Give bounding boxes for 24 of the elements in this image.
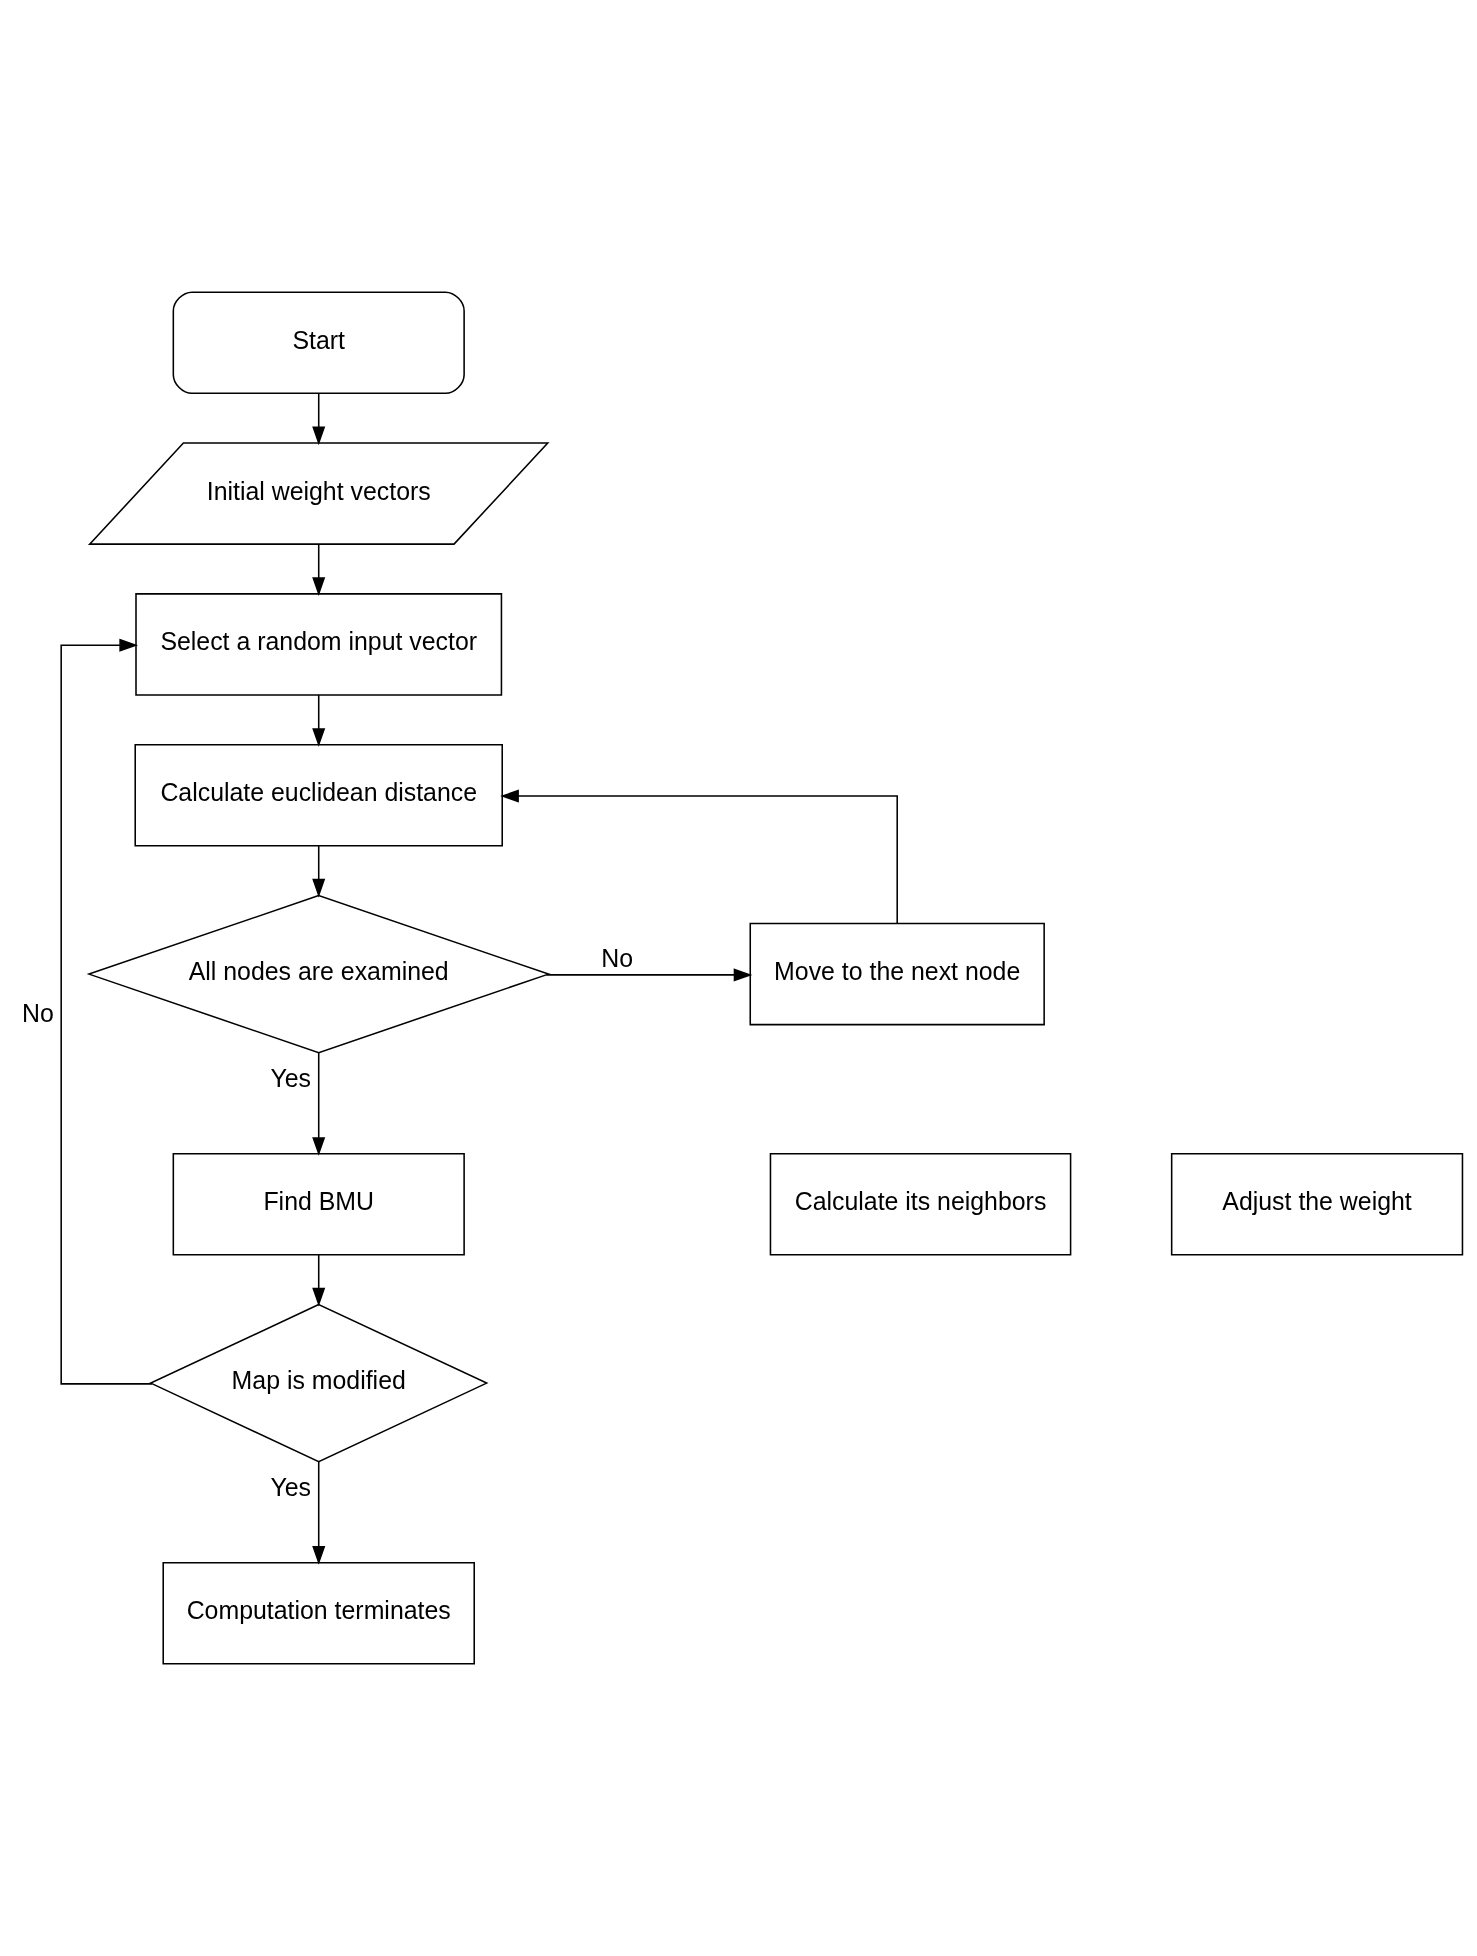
node-box: Adjust the weight: [1170, 1152, 1464, 1256]
edge-label: No: [21, 999, 54, 1028]
node-box: Find BMU: [172, 1152, 465, 1256]
node-box: Calculate euclidean distance: [134, 743, 503, 847]
node-box: Select a random input vector: [135, 593, 503, 696]
edge-label: No: [601, 943, 634, 972]
arrow: [312, 694, 326, 747]
edge-label: Yes: [270, 1064, 312, 1093]
node-box: Computation terminates: [162, 1561, 475, 1665]
arrow: [545, 968, 753, 982]
arrow: [60, 638, 153, 1385]
node-box: Calculate its neighbors: [769, 1152, 1072, 1256]
arrow: [500, 789, 898, 925]
arrow: [312, 845, 326, 898]
arrow: [312, 392, 326, 446]
node-box: Move to the next node: [749, 922, 1045, 1026]
arrow: [312, 1051, 326, 1156]
node-diamond: All nodes are examined: [86, 894, 551, 1054]
edge-label: Yes: [270, 1473, 312, 1502]
arrow: [312, 1460, 326, 1565]
arrow: [312, 543, 326, 597]
node-box: Start: [172, 291, 465, 395]
node-diamond: Map is modified: [148, 1303, 489, 1463]
arrow: [312, 1254, 326, 1307]
